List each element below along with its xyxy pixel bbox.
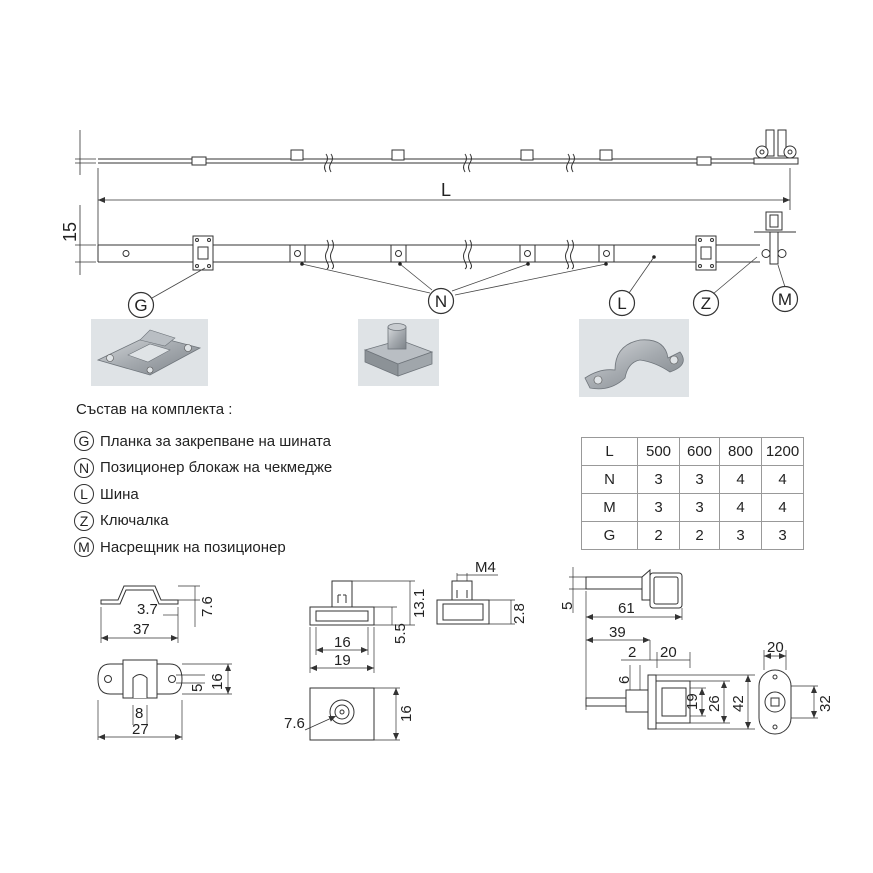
table-cell: 4 <box>761 493 804 522</box>
positioner-dim-M4: M4 <box>475 559 496 576</box>
lock-dim-61: 61 <box>618 600 635 617</box>
callout-leaders <box>151 256 786 299</box>
callout-M: M <box>771 285 799 313</box>
table-row: N 3 3 4 4 <box>581 465 804 494</box>
legend-title: Състав на комплекта : <box>76 401 233 418</box>
svg-text:G: G <box>134 296 147 315</box>
legend-text: Позиционер блокаж на чекмедже <box>100 459 333 477</box>
dimension-L: L <box>441 180 451 200</box>
svg-text:N: N <box>435 292 447 311</box>
detail-lock-drawing <box>569 567 818 735</box>
plate-dim-7.6: 7.6 <box>199 596 216 617</box>
legend-letter: Z <box>74 510 94 531</box>
svg-text:M: M <box>778 290 792 309</box>
legend-item-M: M Насрещник на позиционер <box>74 534 332 561</box>
table-cell: 3 <box>761 521 804 550</box>
rail-front-view <box>97 211 796 271</box>
callout-Z: Z <box>692 289 720 317</box>
svg-text:Z: Z <box>701 294 711 313</box>
table-cell: 800 <box>719 437 762 466</box>
positioner-dim-16b: 16 <box>398 705 415 722</box>
lock-dim-39: 39 <box>609 624 626 641</box>
dimension-lines-left <box>75 130 791 275</box>
lock-dim-26: 26 <box>706 695 723 712</box>
table-cell: 3 <box>637 493 680 522</box>
table-cell: 600 <box>679 437 720 466</box>
photo-positioner-N <box>358 319 439 386</box>
table-cell: N <box>581 465 638 494</box>
photo-plate-G <box>91 319 208 386</box>
legend-item-N: N Позиционер блокаж на чекмедже <box>74 455 332 482</box>
table-cell: 3 <box>679 465 720 494</box>
svg-text:L: L <box>617 294 626 313</box>
quantity-table: L 500 600 800 1200 N 3 3 4 4 M 3 3 4 4 G… <box>581 437 804 550</box>
detail-positioner-drawing <box>304 573 515 741</box>
legend-letter: M <box>74 537 94 558</box>
plate-dim-37: 37 <box>133 621 150 638</box>
legend-letter: G <box>74 431 94 452</box>
table-cell: 4 <box>719 493 762 522</box>
detail-plate-drawing <box>97 585 232 740</box>
positioner-dim-19: 19 <box>334 652 351 669</box>
legend-item-Z: Z Ключалка <box>74 508 332 535</box>
lock-dim-2: 2 <box>628 644 636 661</box>
lock-dim-5: 5 <box>559 602 576 610</box>
table-cell: 3 <box>719 521 762 550</box>
table-cell: 500 <box>637 437 680 466</box>
plate-dim-3.7: 3.7 <box>137 601 158 618</box>
rail-top-view <box>98 129 799 173</box>
legend-text: Насрещник на позиционер <box>100 538 286 556</box>
plate-dim-27: 27 <box>132 721 149 738</box>
plate-dim-16: 16 <box>209 673 226 690</box>
lock-dim-20b: 20 <box>767 639 784 656</box>
positioner-dim-7.6: 7.6 <box>284 715 305 732</box>
legend-letter: L <box>74 484 94 505</box>
dimension-15: 15 <box>60 222 80 242</box>
lock-dim-32: 32 <box>817 695 834 712</box>
callout-G: G <box>127 291 155 319</box>
positioner-dim-16: 16 <box>334 634 351 651</box>
callout-L: L <box>608 289 636 317</box>
photo-rail-L <box>579 319 689 397</box>
lock-dim-19: 19 <box>684 693 701 710</box>
legend-letter: N <box>74 457 94 478</box>
table-cell: 2 <box>637 521 680 550</box>
positioner-dim-5.5: 5.5 <box>392 623 409 644</box>
callout-dots <box>300 255 656 266</box>
table-cell: 3 <box>679 493 720 522</box>
table-cell: 1200 <box>761 437 804 466</box>
positioner-dim-2.8: 2.8 <box>511 603 528 624</box>
legend-item-L: L Шина <box>74 481 332 508</box>
legend-list: G Планка за закрепване на шината N Позиц… <box>74 428 332 561</box>
table-cell: 3 <box>637 465 680 494</box>
table-cell: M <box>581 493 638 522</box>
lock-dim-20: 20 <box>660 644 677 661</box>
table-cell: G <box>581 521 638 550</box>
table-cell: 4 <box>719 465 762 494</box>
plate-dim-8: 8 <box>135 705 143 722</box>
positioner-dim-13.1: 13.1 <box>411 589 428 618</box>
lock-dim-6: 6 <box>616 676 633 684</box>
table-cell: L <box>581 437 638 466</box>
table-cell: 4 <box>761 465 804 494</box>
table-row: L 500 600 800 1200 <box>581 437 804 466</box>
legend-text: Ключалка <box>100 512 169 530</box>
table-row: M 3 3 4 4 <box>581 493 804 522</box>
legend-text: Планка за закрепване на шината <box>100 432 332 450</box>
legend-item-G: G Планка за закрепване на шината <box>74 428 332 455</box>
table-row: G 2 2 3 3 <box>581 521 804 550</box>
lock-dim-42: 42 <box>730 695 747 712</box>
table-cell: 2 <box>679 521 720 550</box>
callout-N: N <box>427 287 455 315</box>
legend-text: Шина <box>100 485 139 503</box>
plate-dim-5: 5 <box>189 684 206 692</box>
